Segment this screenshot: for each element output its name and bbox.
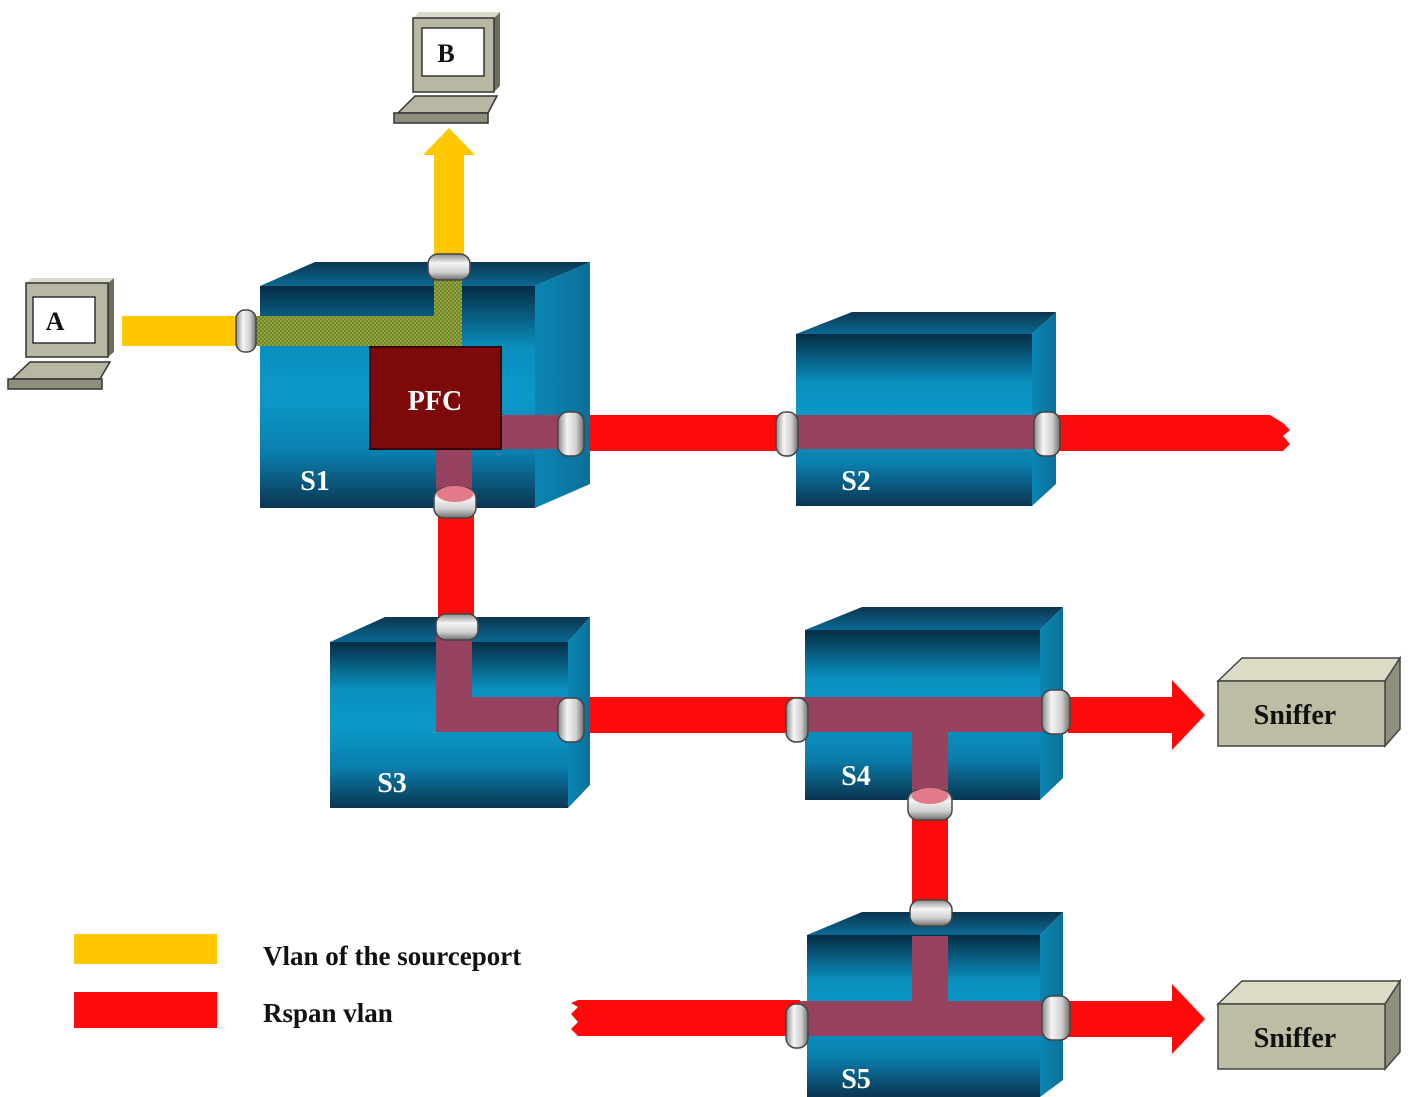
link-s5-in <box>571 1000 800 1036</box>
host-a[interactable]: A <box>7 278 114 390</box>
s2-port-out <box>1033 411 1061 457</box>
link-s1-s2 <box>580 415 790 451</box>
link-s1-s3 <box>438 508 474 623</box>
s5-port-up <box>909 899 953 927</box>
sniffer-bottom[interactable]: Sniffer <box>1216 978 1402 1071</box>
switch-s4-top <box>805 607 1063 630</box>
host-a-monitor-side <box>108 278 114 357</box>
switch-s3[interactable]: S3 <box>330 613 590 808</box>
arrow-s4-sniffer <box>1068 680 1205 750</box>
switch-s2-label: S2 <box>841 466 871 497</box>
arrow-s1-b <box>423 128 475 258</box>
host-b-monitor-top <box>413 12 500 18</box>
switch-s2-top <box>796 312 1056 334</box>
s1-internal-src-v <box>434 280 462 346</box>
host-a-keyboard <box>10 361 112 380</box>
s2-port-in <box>775 411 799 457</box>
sniffer-bottom-label: Sniffer <box>1254 1023 1336 1054</box>
s3-port-in <box>435 613 479 641</box>
host-b-keyboard <box>396 95 499 114</box>
link-s3-s4 <box>580 697 800 733</box>
switch-s1[interactable]: PFC S1 <box>235 253 590 519</box>
s4-internal-rspan-h <box>800 697 1055 732</box>
host-b-monitor-side <box>494 12 500 92</box>
s1-port-a <box>235 309 257 353</box>
host-a-screen <box>32 296 96 344</box>
sniffer-top-top <box>1216 657 1402 682</box>
switch-s5-label: S5 <box>841 1064 871 1095</box>
switch-s3-label: S3 <box>377 768 407 799</box>
legend-label-rspan-vlan: Rspan vlan <box>263 998 393 1028</box>
host-a-label: A <box>46 307 65 336</box>
pfc-module <box>369 346 502 450</box>
sniffer-top-front <box>1217 680 1386 747</box>
s2-internal-rspan <box>796 415 1051 449</box>
legend-label-source-vlan: Vlan of the sourceport <box>263 941 521 971</box>
s3-internal-rspan-h <box>436 697 566 732</box>
s4-internal-rspan-v <box>912 732 948 796</box>
sniffer-bottom-front <box>1217 1003 1386 1070</box>
sniffer-top[interactable]: Sniffer <box>1216 655 1402 748</box>
link-s2-out <box>1055 415 1290 451</box>
s3-port-out <box>557 697 585 743</box>
s1-port-b <box>427 253 471 281</box>
legend-swatch-rspan-vlan <box>74 992 217 1028</box>
sniffer-top-label: Sniffer <box>1254 700 1336 731</box>
s1-internal-rspan-h <box>500 415 562 449</box>
host-b-base <box>393 112 489 124</box>
rspan-links <box>438 415 1290 1054</box>
sniffer-bottom-top <box>1216 980 1402 1005</box>
s5-internal-rspan-h <box>800 1001 1055 1036</box>
link-s4-s5 <box>912 810 948 912</box>
legend-swatch-source-vlan <box>74 934 217 964</box>
host-b-screen <box>421 27 485 77</box>
switch-s4-label: S4 <box>841 761 871 792</box>
switch-s4[interactable]: S4 <box>785 607 1071 821</box>
s5-port-out <box>1041 995 1071 1041</box>
link-a-s1 <box>122 316 244 346</box>
host-b-label: B <box>437 39 454 68</box>
s1-port-s2 <box>557 411 585 457</box>
host-a-monitor-top <box>26 278 114 283</box>
s4-port-in <box>785 697 809 743</box>
arrow-s5-sniffer <box>1068 984 1205 1054</box>
source-vlan-links <box>122 128 475 346</box>
switch-s1-top <box>260 262 590 286</box>
switch-s2-side <box>1032 312 1056 506</box>
legend: Vlan of the sourceport Rspan vlan <box>74 934 521 1028</box>
s1-internal-src-h <box>245 316 460 346</box>
switch-s2[interactable]: S2 <box>775 312 1061 506</box>
host-b[interactable]: B <box>393 12 500 124</box>
switch-s1-side <box>535 262 590 508</box>
pfc-label: PFC <box>408 386 462 417</box>
s1-port-s3-top <box>437 486 473 502</box>
host-a-base <box>7 378 103 390</box>
s4-port-out <box>1041 689 1071 735</box>
switch-s1-label: S1 <box>300 466 330 497</box>
s4-port-down-top <box>912 788 948 804</box>
switch-s5[interactable]: S5 <box>785 899 1071 1097</box>
s5-port-in <box>785 1003 809 1049</box>
